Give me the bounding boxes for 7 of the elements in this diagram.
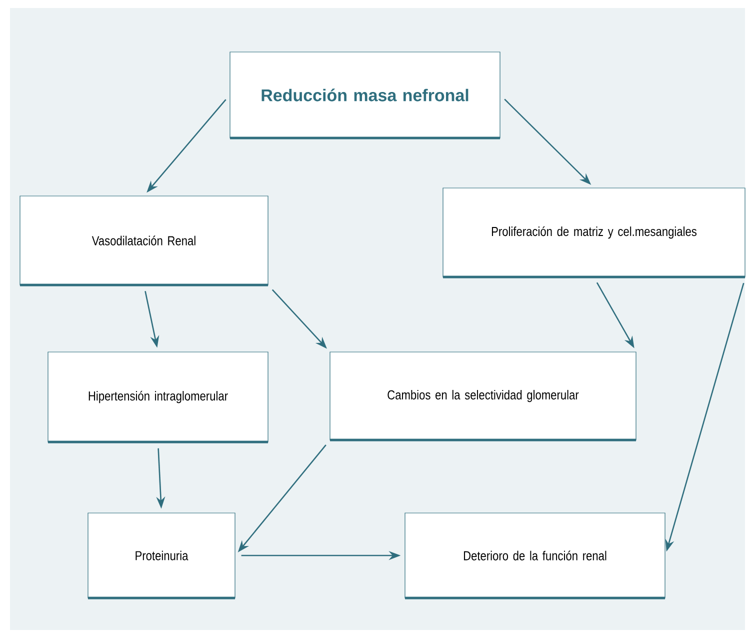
title-box: Reducción masa nefronal — [230, 52, 500, 140]
process-box: Deterioro de la función renal — [404, 512, 666, 600]
process-box: Proteinuria — [88, 512, 236, 600]
process-box: Vasodilatación Renal — [20, 196, 268, 286]
process-box: Cambios en la selectividad glomerular — [330, 352, 636, 442]
process-box: Hipertensión intraglomerular — [48, 352, 268, 444]
process-box: Proliferación de matriz y cel.mesangiales — [442, 188, 746, 278]
